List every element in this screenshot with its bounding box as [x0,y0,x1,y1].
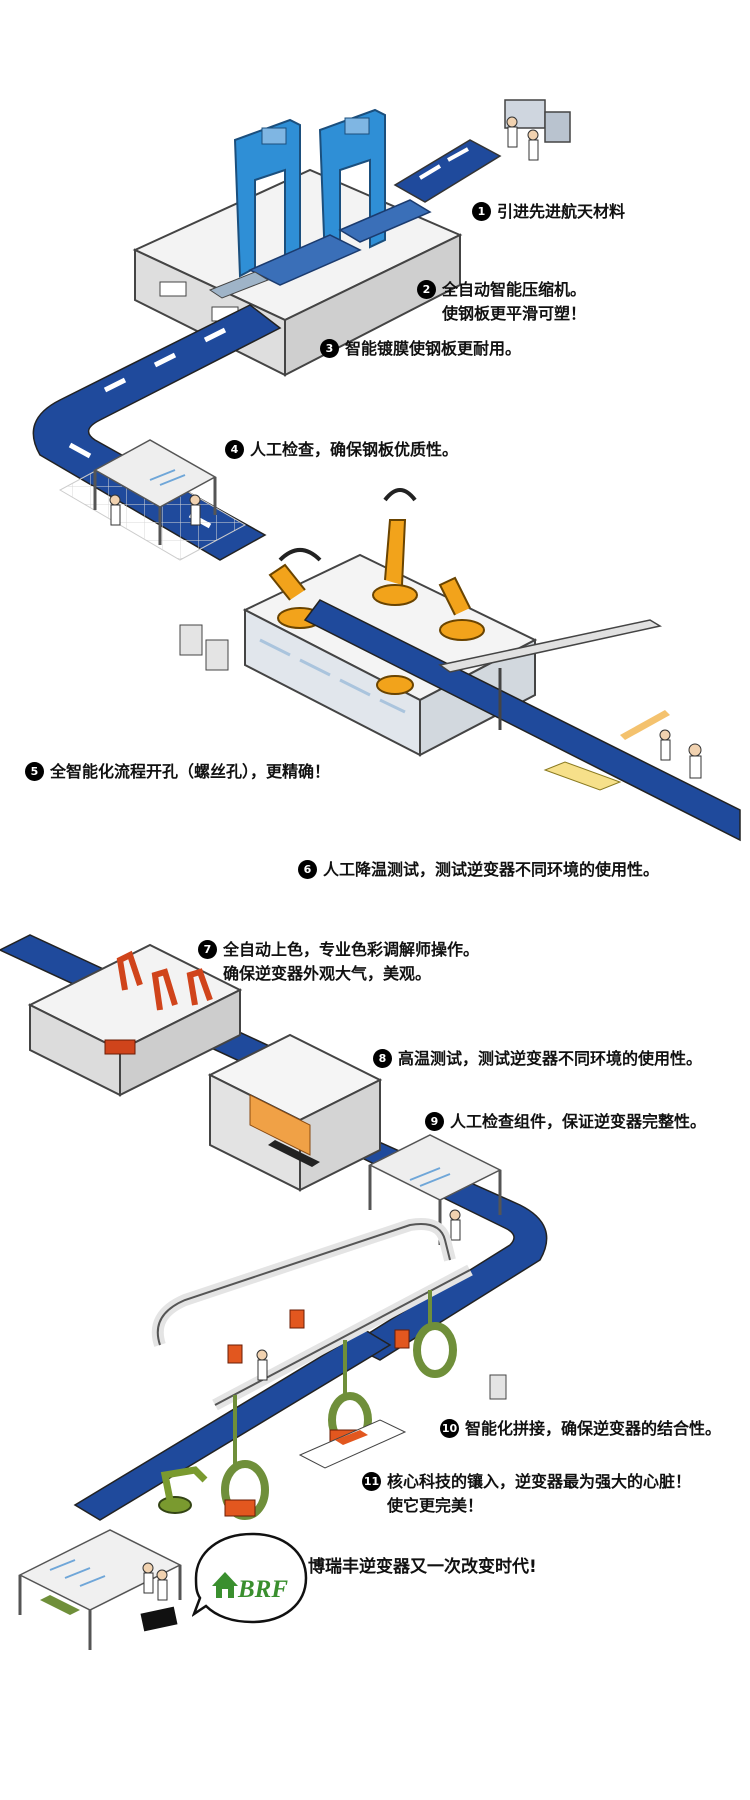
step-text: 全智能化流程开孔（螺丝孔），更精确！ [50,762,331,781]
step-number-badge: 9 [425,1112,444,1131]
step-text: 高温测试，测试逆变器不同环境的使用性。 [398,1049,703,1068]
step-text: 确保逆变器外观大气，美观。 [223,964,432,983]
high-temp-oven [207,1033,383,1192]
step-text: 人工检查组件，保证逆变器完整性。 [450,1112,707,1131]
main-conveyor-right [303,599,741,842]
step-number-badge: 2 [417,280,436,299]
step-10-label: 10 智能化拼接，确保逆变器的结合性。 [440,1417,721,1441]
step-text: 核心科技的镶入，逆变器最为强大的心脏！ [387,1472,692,1491]
step-11-label: 11 核心科技的镶入，逆变器最为强大的心脏！ 使它更完美！ [362,1470,691,1518]
step-9-label: 9 人工检查组件，保证逆变器完整性。 [425,1110,706,1134]
step-text: 人工降温测试，测试逆变器不同环境的使用性。 [323,860,660,879]
brand-slogan: 博瑞丰逆变器又一次改变时代! [308,1557,537,1577]
step-2-label: 2 全自动智能压缩机。 使钢板更平滑可塑！ [417,278,586,326]
inspection-booth [58,439,247,561]
incoming-conveyor [393,99,571,203]
step-text: 使它更完美！ [387,1496,484,1515]
step-4-label: 4 人工检查，确保钢板优质性。 [225,438,458,462]
step-text: 引进先进航天材料 [497,202,626,221]
packaging-station [18,1529,182,1650]
step-number-badge: 7 [198,940,217,959]
house-icon [212,1572,238,1598]
step-number-badge: 6 [298,860,317,879]
brf-logo-bubble: BRF [192,1532,308,1624]
step-3-label: 3 智能镀膜使钢板更耐用。 [320,337,521,361]
step-number-badge: 1 [472,202,491,221]
brf-logo-text: BRF [237,1576,288,1603]
step-text: 使钢板更平滑可塑！ [442,304,587,323]
step-number-badge: 11 [362,1472,381,1491]
press-building [132,108,463,377]
step-6-label: 6 人工降温测试，测试逆变器不同环境的使用性。 [298,858,659,882]
step-5-label: 5 全智能化流程开孔（螺丝孔），更精确！ [25,760,330,784]
painting-booth [27,943,243,1097]
step-number-badge: 4 [225,440,244,459]
step-number-badge: 8 [373,1049,392,1068]
step-text: 人工检查，确保钢板优质性。 [250,440,459,459]
step-text: 全自动上色，专业色彩调解师操作。 [223,940,480,959]
component-inspection-booth [368,1134,502,1245]
step-number-badge: 10 [440,1419,459,1438]
step-text: 智能镀膜使钢板更耐用。 [345,339,522,358]
step-8-label: 8 高温测试，测试逆变器不同环境的使用性。 [373,1047,702,1071]
core-install-robot [158,1419,407,1514]
step-1-label: 1 引进先进航天材料 [472,200,625,224]
step-text: 智能化拼接，确保逆变器的结合性。 [465,1419,722,1438]
step-number-badge: 5 [25,762,44,781]
step-7-label: 7 全自动上色，专业色彩调解师操作。 确保逆变器外观大气，美观。 [198,938,479,986]
step-number-badge: 3 [320,339,339,358]
step-text: 全自动智能压缩机。 [442,280,587,299]
